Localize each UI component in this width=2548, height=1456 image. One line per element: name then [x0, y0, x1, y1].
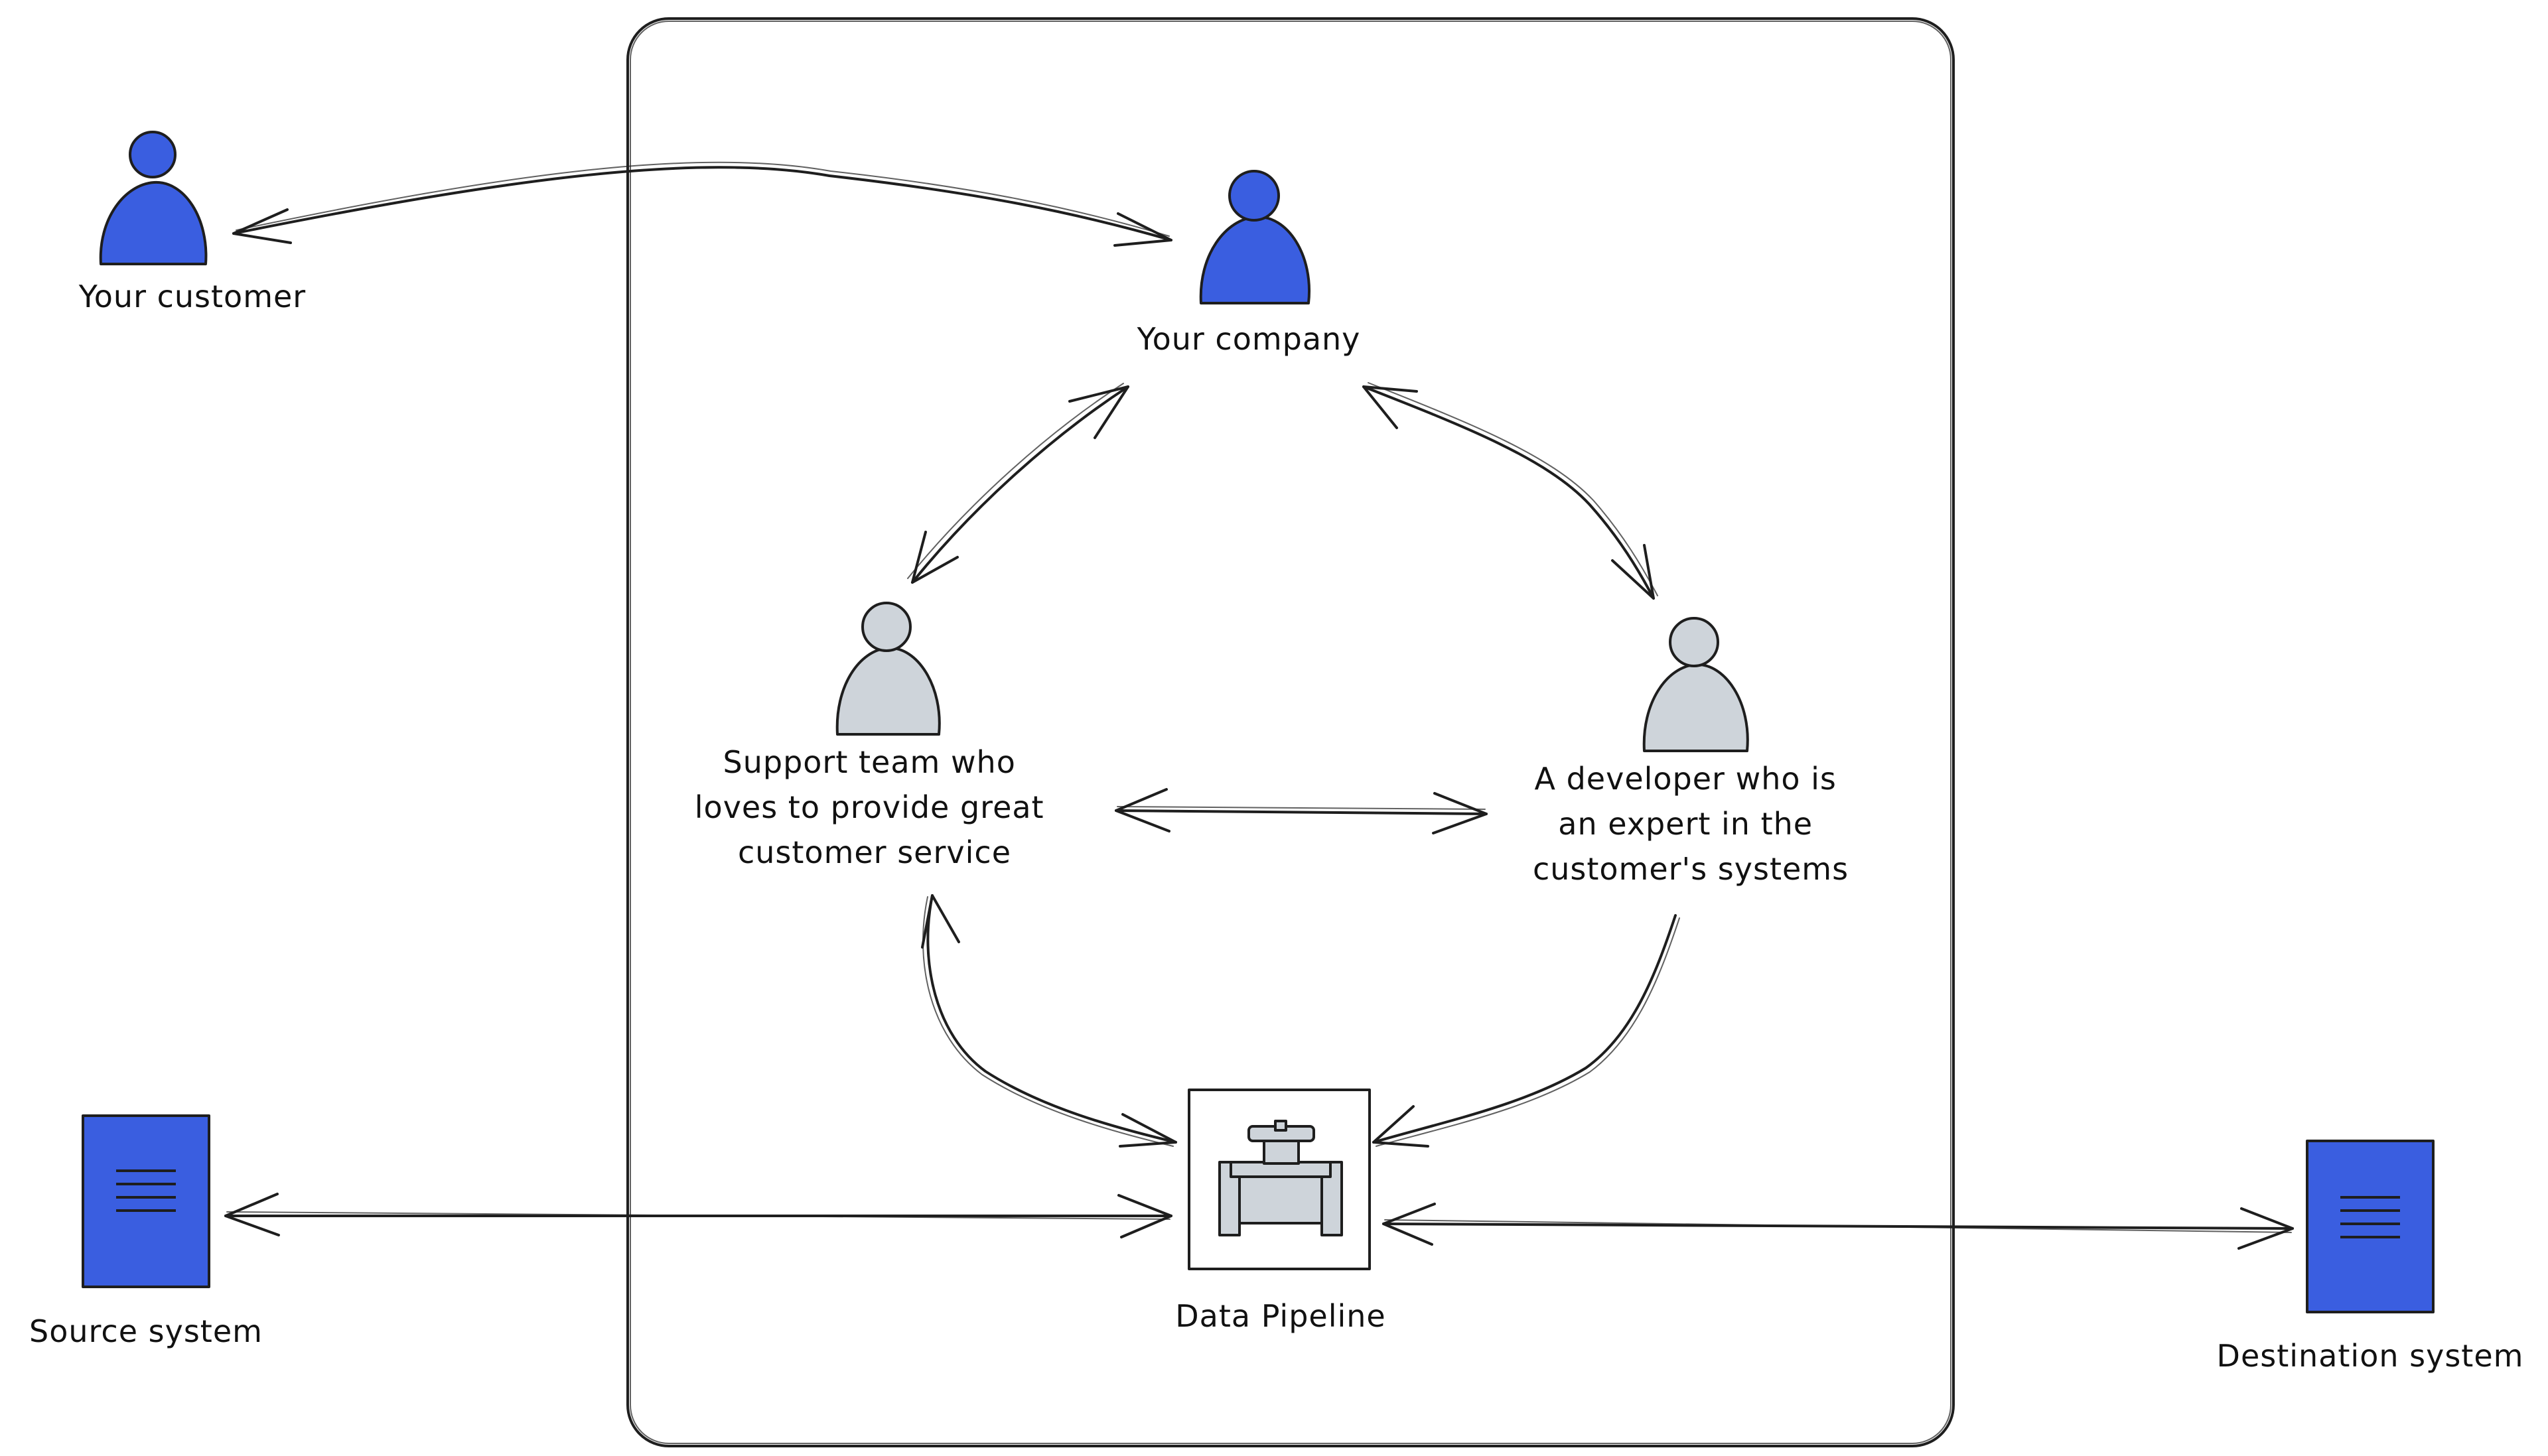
edge-company-developer [1362, 382, 1658, 600]
node-destination-system: Destination system [2217, 1140, 2524, 1374]
company-boundary-frame [626, 17, 1955, 1447]
edge-source-pipeline [224, 1193, 1172, 1238]
person-body [1199, 215, 1310, 304]
edge-pipeline-destination [1382, 1203, 2294, 1250]
node-developer: A developer who is an expert in the cust… [1533, 617, 1849, 887]
person-head [1669, 617, 1719, 667]
person-body [835, 646, 941, 736]
server-document-icon [2306, 1140, 2435, 1313]
person-icon [99, 131, 208, 265]
person-head [129, 131, 177, 178]
person-head [1228, 170, 1280, 222]
server-document-icon [82, 1114, 210, 1288]
label-your-customer: Your customer [78, 279, 306, 314]
person-body [1642, 663, 1749, 752]
node-your-customer: Your customer [78, 131, 306, 314]
person-head [861, 602, 912, 652]
node-support-team: Support team who loves to provide great … [695, 602, 1054, 870]
label-developer: A developer who is an expert in the cust… [1533, 761, 1849, 887]
label-support-team: Support team who loves to provide great … [695, 744, 1054, 870]
person-icon [1642, 617, 1749, 752]
node-data-pipeline: Data Pipeline [1175, 1089, 1385, 1334]
label-data-pipeline: Data Pipeline [1175, 1298, 1385, 1334]
label-source-system: Source system [29, 1313, 263, 1349]
person-icon [1199, 170, 1310, 304]
edge-support-pipeline [921, 894, 1177, 1148]
person-body [99, 180, 208, 265]
pipe-valve-icon [1218, 1120, 1343, 1236]
label-your-company: Your company [1137, 321, 1361, 357]
node-source-system: Source system [29, 1114, 263, 1349]
edge-developer-pipeline [1372, 914, 1680, 1148]
node-your-company: Your company [1137, 170, 1361, 357]
label-destination-system: Destination system [2217, 1338, 2524, 1374]
edge-customer-company [232, 161, 1172, 247]
edge-company-support [907, 383, 1129, 584]
edge-support-developer [1115, 788, 1488, 834]
person-icon [835, 602, 941, 736]
